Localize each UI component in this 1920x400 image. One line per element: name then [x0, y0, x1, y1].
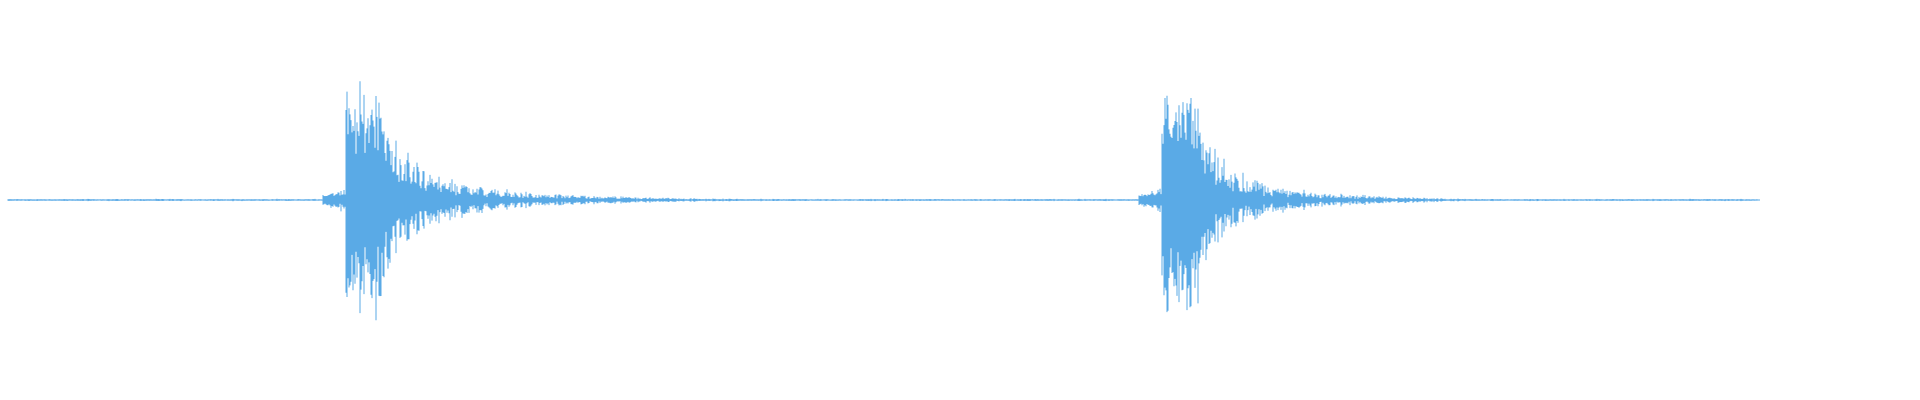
waveform-bars — [7, 81, 1758, 321]
